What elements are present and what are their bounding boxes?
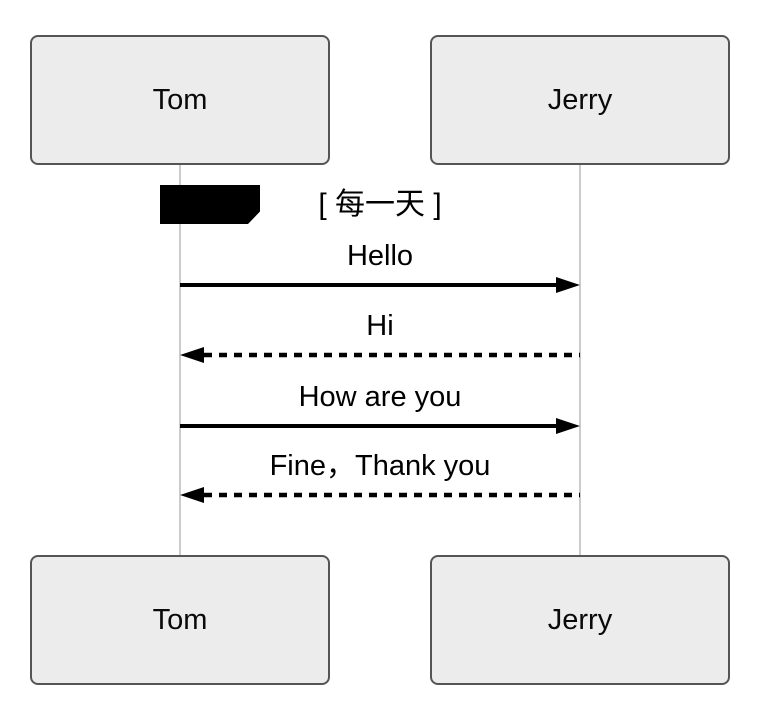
- message-text: Hello: [346, 240, 414, 272]
- arrow-left-dashed-icon: [180, 347, 580, 363]
- message-text: Fine，Thank you: [269, 450, 491, 482]
- arrow-right-solid-icon: [180, 418, 580, 434]
- actor-box-jerry-bottom: Jerry: [430, 555, 730, 685]
- actor-box-tom-bottom: Tom: [30, 555, 330, 685]
- lifeline-jerry: [579, 165, 581, 555]
- message-text: Hi: [366, 310, 394, 342]
- actor-label-tom: Tom: [152, 83, 208, 116]
- actor-box-tom-top: Tom: [30, 35, 330, 165]
- loop-label-icon: [160, 185, 260, 224]
- actor-label-tom: Tom: [152, 603, 208, 636]
- lifeline-tom: [179, 165, 181, 555]
- message-how-are-you: How are you: [178, 378, 582, 436]
- arrow-left-dashed-icon: [180, 487, 580, 503]
- loop-condition-text: [ 每一天 ]: [318, 188, 442, 221]
- actor-label-jerry: Jerry: [547, 83, 613, 116]
- message-text: How are you: [298, 381, 462, 413]
- message-hi: Hi: [178, 307, 582, 365]
- arrow-right-solid-icon: [180, 277, 580, 293]
- message-fine-thank-you: Fine，Thank you: [178, 447, 582, 505]
- actor-box-jerry-top: Jerry: [430, 35, 730, 165]
- actor-label-jerry: Jerry: [547, 603, 613, 636]
- message-hello: Hello: [178, 237, 582, 295]
